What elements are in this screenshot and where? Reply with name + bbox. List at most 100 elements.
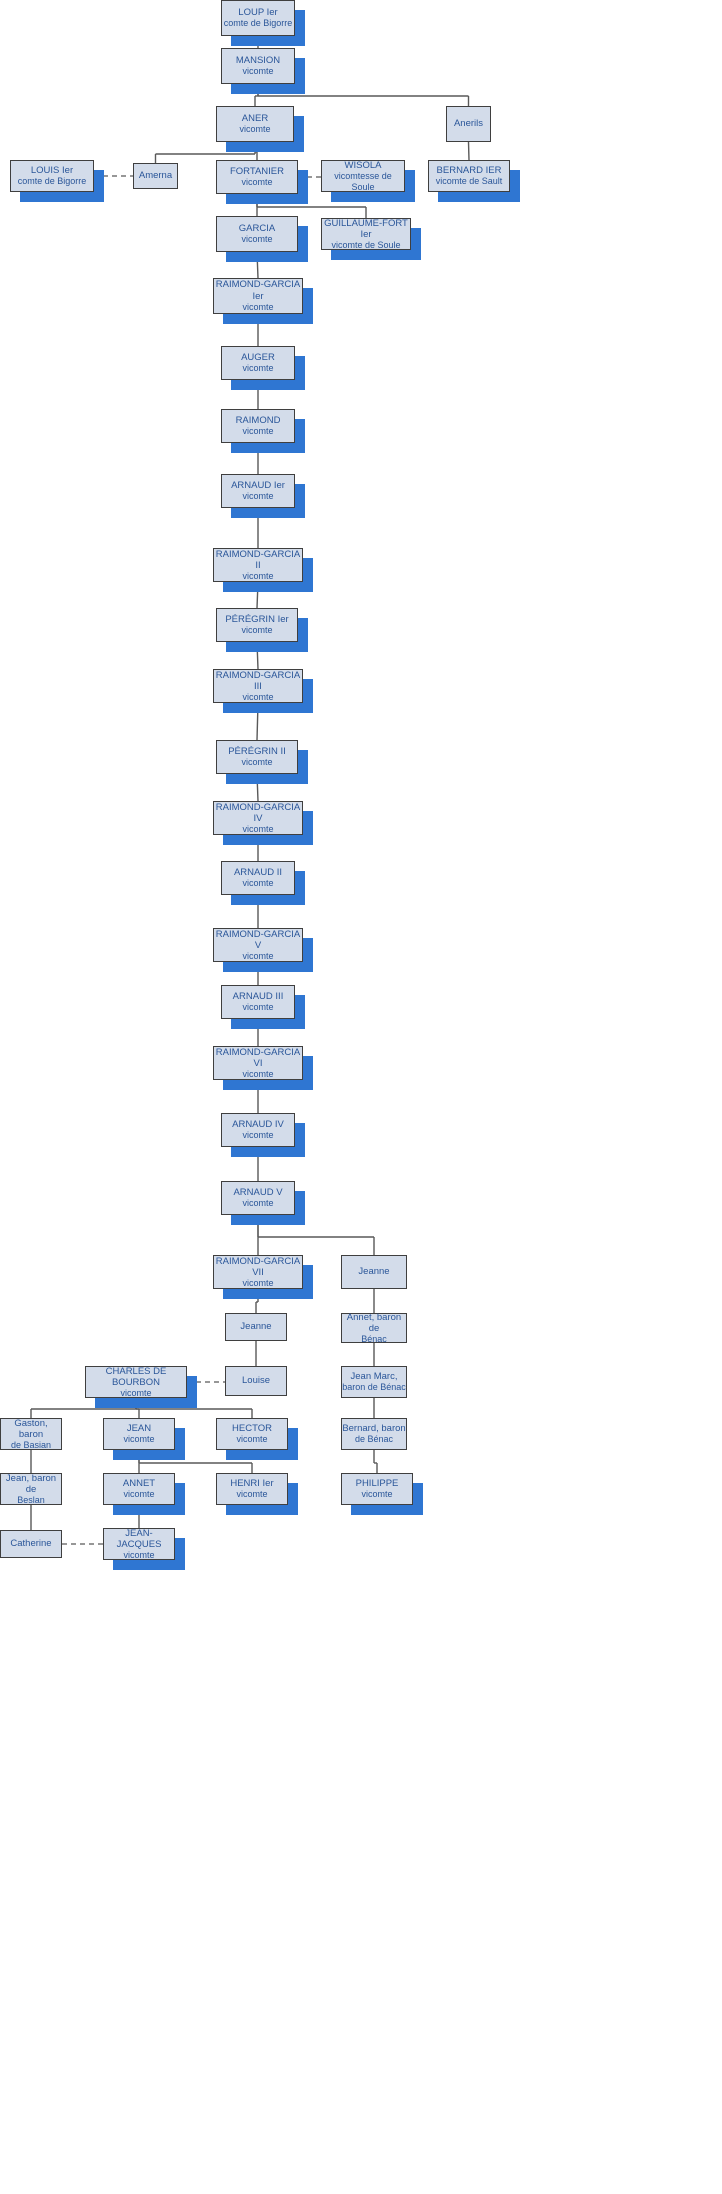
node-subtitle: vicomte [242,823,274,834]
node-name: GARCIA [238,223,276,235]
node-name: RAIMOND-GARCIA V [215,928,301,951]
node-subtitle: vicomte [241,625,273,636]
node-name: ARNAUD II [233,867,283,879]
node-name: Jeanne [358,1266,390,1278]
node-name: RAIMOND-GARCIA III [215,669,301,692]
node-anerils[interactable]: Anerils [446,106,491,142]
node-subtitle: vicomte [123,1489,155,1500]
node-name: RAIMOND-GARCIA VI [215,1046,301,1069]
node-name: Bernard, baron [342,1423,406,1435]
node-jeanmarc[interactable]: Jean Marc,baron de Bénac [341,1366,407,1398]
node-subtitle: vicomte [242,1068,274,1079]
node-name: Jean Marc, [350,1371,398,1383]
node-subtitle: vicomte [123,1549,155,1560]
node-name: WISOLA [344,159,382,171]
node-name: LOUIS Ier [30,165,74,177]
node-subtitle: vicomtesse de Soule [334,171,392,192]
node-name: Catherine [10,1538,52,1550]
node-louise[interactable]: Louise [225,1366,287,1396]
node-name: RAIMOND-GARCIA Ier [215,279,301,302]
node-subtitle: vicomte [242,1277,274,1288]
node-catherine[interactable]: Catherine [0,1530,62,1558]
node-jeanne_l[interactable]: Jeanne [225,1313,287,1341]
node-name: RAIMOND [235,415,281,427]
node-subtitle: vicomte de Sault [435,176,503,187]
node-subtitle: comte de Bigorre [17,176,87,187]
node-name: MANSION [235,55,281,67]
node-name: RAIMOND-GARCIA IV [215,801,301,824]
node-name: AUGER [241,352,275,364]
node-amerna[interactable]: Amerna [133,163,178,189]
node-subtitle: vicomte [239,124,271,135]
node-jeanne_r[interactable]: Jeanne [341,1255,407,1289]
node-subtitle: vicomte [242,1130,274,1141]
node-subtitle: vicomte de Soule [331,239,401,250]
node-subtitle: vicomte [242,1198,274,1209]
node-name: RAIMOND-GARCIA VII [215,1255,301,1278]
node-name: ANNET [122,1478,156,1490]
node-name: CHARLES DE BOURBON [105,1365,167,1388]
node-name: PHILIPPE [355,1478,399,1490]
node-name: LOUP Ier [238,7,278,19]
node-subtitle: vicomte [242,950,274,961]
node-subtitle: vicomte [123,1434,155,1445]
node-subtitle: vicomte [361,1489,393,1500]
node-name: FORTANIER [229,166,284,178]
node-subtitle: vicomte [242,878,274,889]
node-subtitle: vicomte [241,757,273,768]
node-subtitle: vicomte [236,1489,268,1500]
node-subtitle: vicomte [242,570,274,581]
node-name: ANER [241,113,269,125]
node-subtitle: vicomte [242,301,274,312]
node-subtitle: vicomte [236,1434,268,1445]
node-subtitle: Bénac [361,1333,387,1344]
node-name: Jeanne [240,1321,272,1333]
node-name: Anerils [453,118,484,130]
node-name: Jean, baron de [5,1472,57,1495]
node-name: HENRI Ier [230,1478,274,1490]
node-name: ARNAUD V [233,1187,283,1199]
node-name: Annet, baron de [346,1311,402,1334]
node-subtitle: de Bénac [354,1434,394,1445]
node-name: BERNARD IER [436,165,502,177]
node-name: JEAN-JACQUES [116,1527,162,1550]
